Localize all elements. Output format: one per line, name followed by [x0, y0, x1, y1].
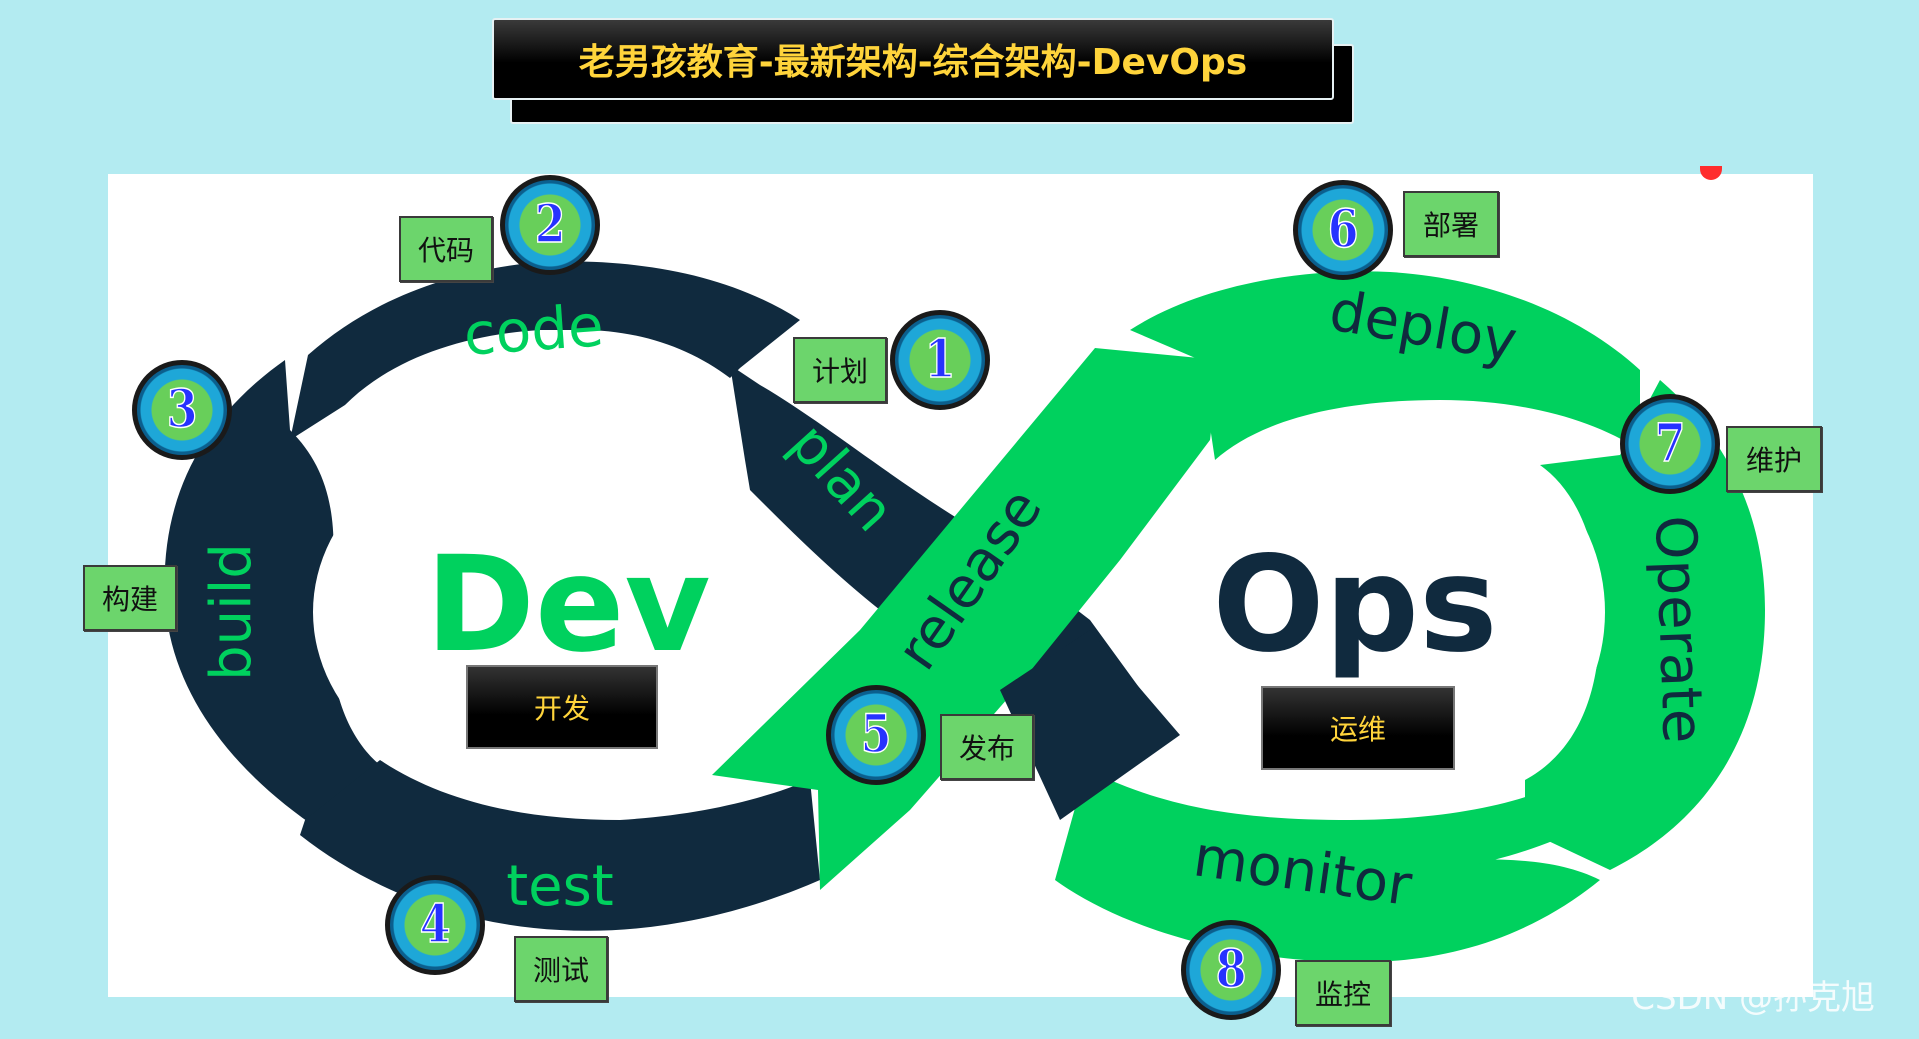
step-badge-7: 7 — [1620, 394, 1720, 494]
step-tag-2: 代码 — [399, 216, 493, 282]
stage-test: test — [506, 854, 614, 919]
step-badge-4: 4 — [385, 875, 485, 975]
step-badge-8: 8 — [1181, 920, 1281, 1020]
page-title: 老男孩教育-最新架构-综合架构-DevOps — [492, 18, 1334, 100]
step-number-2: 2 — [534, 194, 566, 255]
step-tag-7: 维护 — [1726, 426, 1822, 492]
step-tag-6: 部署 — [1403, 191, 1499, 257]
step-tag-5: 发布 — [940, 714, 1034, 780]
step-tag-1: 计划 — [793, 337, 887, 403]
ops-segment-deploy — [1130, 271, 1640, 460]
red-dot-decoration — [1700, 166, 1722, 180]
step-number-6: 6 — [1327, 199, 1359, 260]
ops-segment-operate — [1525, 380, 1765, 870]
dev-loop-hole — [313, 424, 777, 800]
step-badge-5: 5 — [826, 685, 926, 785]
dev-segment-code — [290, 261, 800, 440]
step-number-7: 7 — [1654, 413, 1686, 474]
step-number-5: 5 — [860, 704, 892, 765]
ops-label-box: 运维 — [1261, 686, 1455, 770]
watermark: CSDN @孙克旭 — [1631, 978, 1875, 1018]
step-badge-3: 3 — [132, 360, 232, 460]
ops-segment-bottom — [1085, 770, 1555, 879]
step-number-3: 3 — [166, 379, 198, 440]
step-tag-8: 监控 — [1295, 960, 1391, 1026]
stage-operate: Operate — [1642, 514, 1715, 744]
step-number-4: 4 — [419, 894, 451, 955]
stage-build: build — [199, 543, 264, 681]
dev-crossing-tail — [1000, 630, 1180, 820]
step-badge-1: 1 — [890, 310, 990, 410]
dev-segment-build — [164, 360, 380, 830]
dev-label-box: 开发 — [466, 665, 658, 749]
dev-word: Dev — [425, 528, 710, 682]
step-badge-6: 6 — [1293, 180, 1393, 280]
step-tag-4: 测试 — [514, 936, 608, 1002]
ops-word: Ops — [1212, 528, 1497, 682]
step-number-8: 8 — [1215, 939, 1247, 1000]
stage-code: code — [461, 291, 605, 369]
step-number-1: 1 — [924, 329, 956, 390]
step-tag-3: 构建 — [83, 565, 177, 631]
step-badge-2: 2 — [500, 175, 600, 275]
